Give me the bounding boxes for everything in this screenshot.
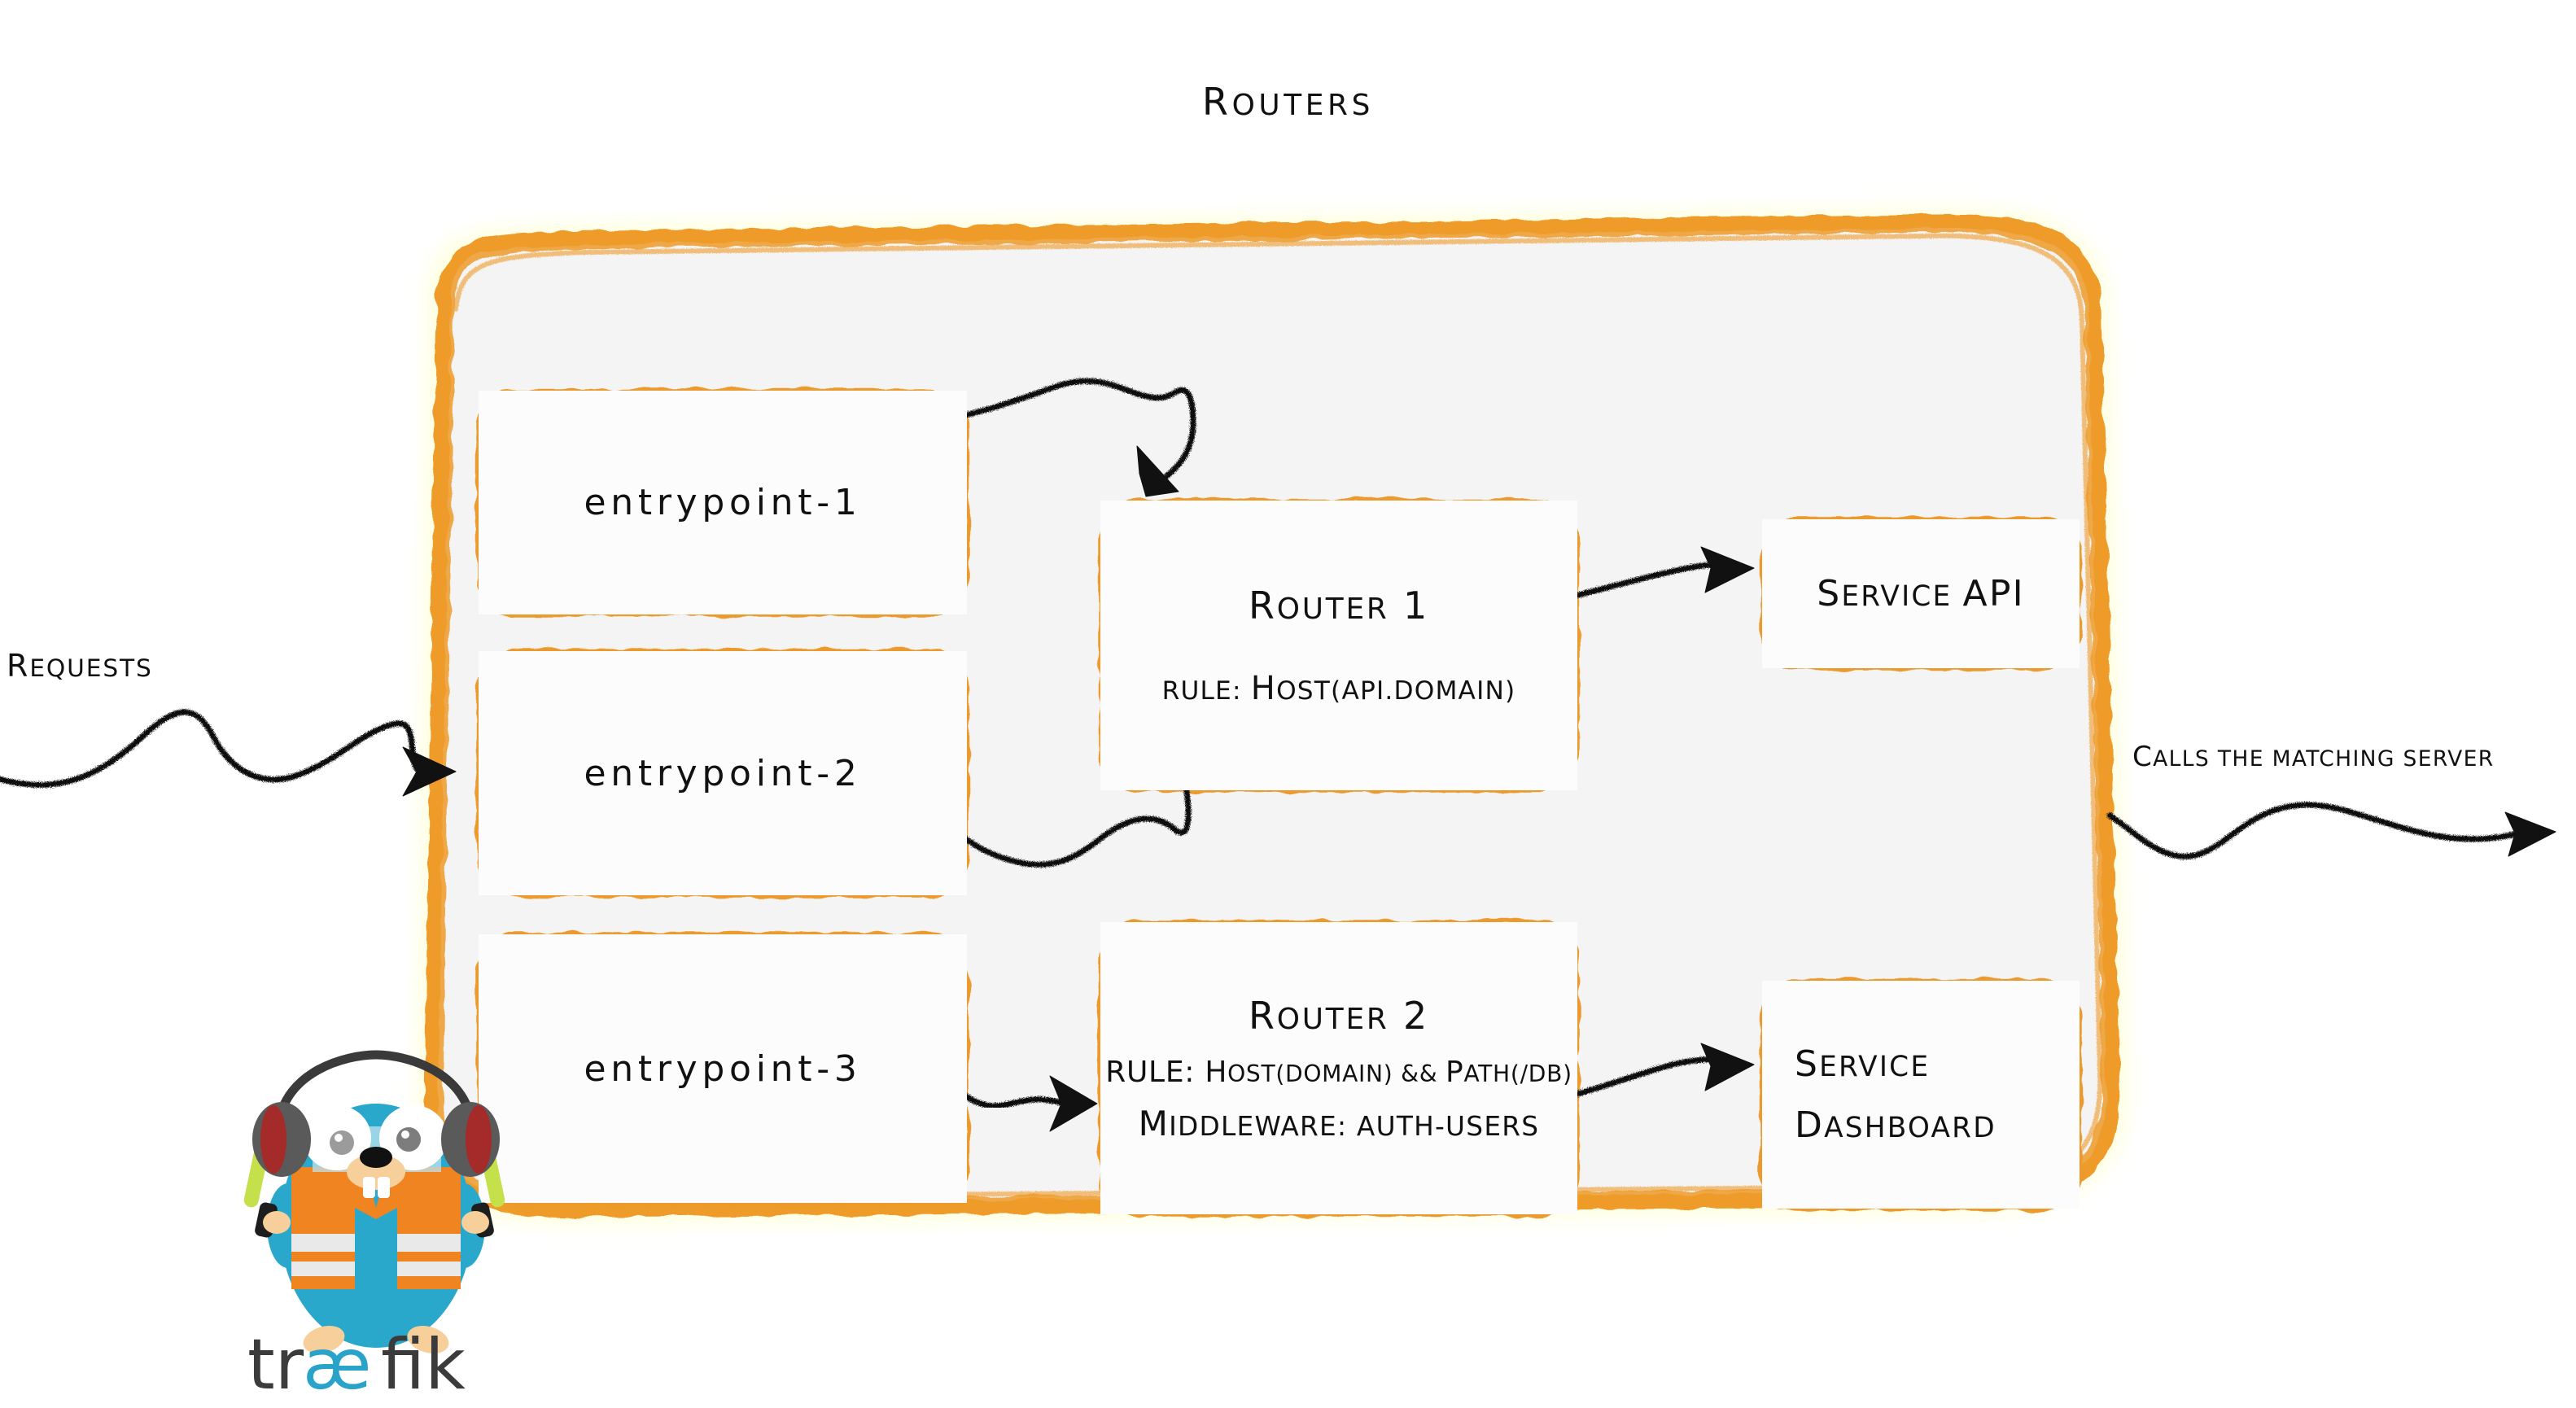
entrypoint-2-label: entrypoint-2	[584, 752, 862, 794]
service-dashboard-box[interactable]: Service Dashboard	[1762, 981, 2080, 1209]
arrow-router-2-to-service-dashboard	[1550, 1043, 1755, 1104]
service-dashboard-label-line-1: Service	[1795, 1043, 1931, 1085]
traefik-gopher-mascot	[243, 1050, 505, 1353]
entrypoint-1-box[interactable]: entrypoint-1	[479, 391, 967, 614]
wordmark-suffix: fik	[381, 1325, 466, 1406]
arrow-entrypoint-3-to-router-2	[953, 1075, 1098, 1132]
service-api-box[interactable]: Service API	[1762, 519, 2080, 668]
headphone-ear-right	[441, 1102, 500, 1177]
arrow-router-1-to-service-api	[1553, 546, 1755, 604]
router-2-middleware: Middleware: auth-users	[1138, 1103, 1540, 1143]
requests-label: Requests	[7, 648, 153, 684]
service-dashboard-label-line-2: Dashboard	[1795, 1104, 1997, 1146]
entrypoint-3-box[interactable]: entrypoint-3	[479, 934, 967, 1203]
service-api-label: Service API	[1817, 573, 2025, 614]
router-2-title: Router 2	[1249, 993, 1429, 1038]
arrow-entrypoint-1-to-router-1	[956, 378, 1196, 497]
arrow-requests-to-routers	[0, 709, 457, 797]
router-2-rule: rule: Host(domain) && Path(/db)	[1105, 1055, 1572, 1089]
calls-matching-server-label: Calls the matching server	[2132, 741, 2495, 773]
wordmark-ligature: æ	[303, 1325, 371, 1406]
router-1-box[interactable]: Router 1 rule: Host(api.domain)	[1100, 501, 1577, 790]
router-1-rule: rule: Host(api.domain)	[1161, 670, 1516, 707]
headphone-ear-left	[252, 1102, 311, 1177]
page-title: Routers	[1202, 80, 1374, 124]
router-1-title: Router 1	[1249, 584, 1429, 627]
traefik-wordmark: tr æ fik	[247, 1325, 466, 1406]
wordmark-prefix: tr	[247, 1325, 304, 1406]
entrypoint-2-box[interactable]: entrypoint-2	[479, 651, 967, 895]
router-2-box[interactable]: Router 2 rule: Host(domain) && Path(/db)…	[1100, 922, 1577, 1214]
entrypoint-3-label: entrypoint-3	[584, 1047, 862, 1090]
entrypoint-1-label: entrypoint-1	[584, 482, 862, 523]
arrow-routers-to-calls	[2106, 802, 2556, 859]
